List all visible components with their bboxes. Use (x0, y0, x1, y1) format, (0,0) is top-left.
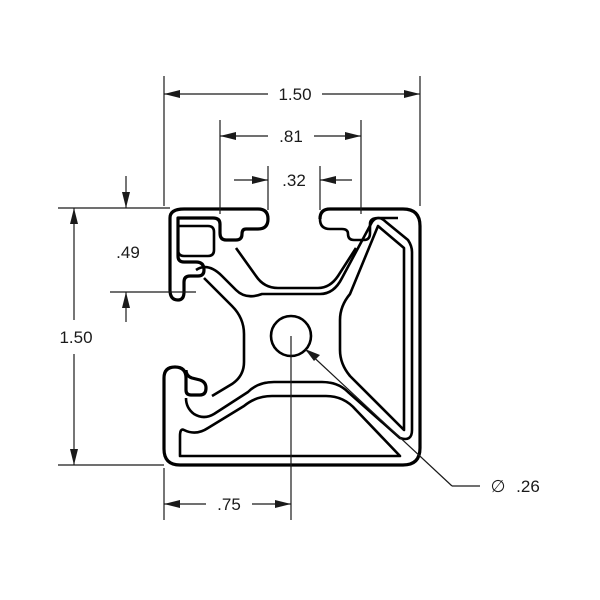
profile-cavity-upper (234, 247, 358, 290)
slot-opening-value: .32 (282, 171, 306, 190)
center-offset-value: .75 (217, 495, 241, 514)
dim-slot-opening: .32 (234, 166, 352, 210)
profile-corner-cavity (176, 224, 216, 258)
profile-cavity-right (338, 224, 406, 432)
bore-diameter-value: .26 (516, 477, 540, 496)
dim-overall-width: 1.50 (163, 76, 421, 206)
profile-center-web (184, 216, 414, 441)
dim-slot-outer-width: .81 (219, 120, 362, 214)
dim-center-offset: .75 (163, 336, 292, 520)
profile-main-outline (162, 207, 422, 467)
overall-height-value: 1.50 (59, 328, 92, 347)
slot-depth-value: .49 (116, 243, 140, 262)
slot-outer-width-value: .81 (279, 127, 303, 146)
profile-cavity-left (203, 277, 246, 398)
bore-diameter-symbol: ∅ (491, 477, 506, 496)
profile-outer-boundary (168, 207, 270, 302)
dim-bore-diameter: ∅ .26 (305, 349, 540, 496)
profile-cavity-bottom (178, 394, 402, 458)
dim-overall-height: 1.50 (58, 208, 164, 466)
profile-slot-lip-right (318, 216, 398, 242)
dim-slot-depth: .49 (58, 176, 196, 322)
extrusion-profile (162, 207, 422, 467)
overall-width-value: 1.50 (278, 85, 311, 104)
